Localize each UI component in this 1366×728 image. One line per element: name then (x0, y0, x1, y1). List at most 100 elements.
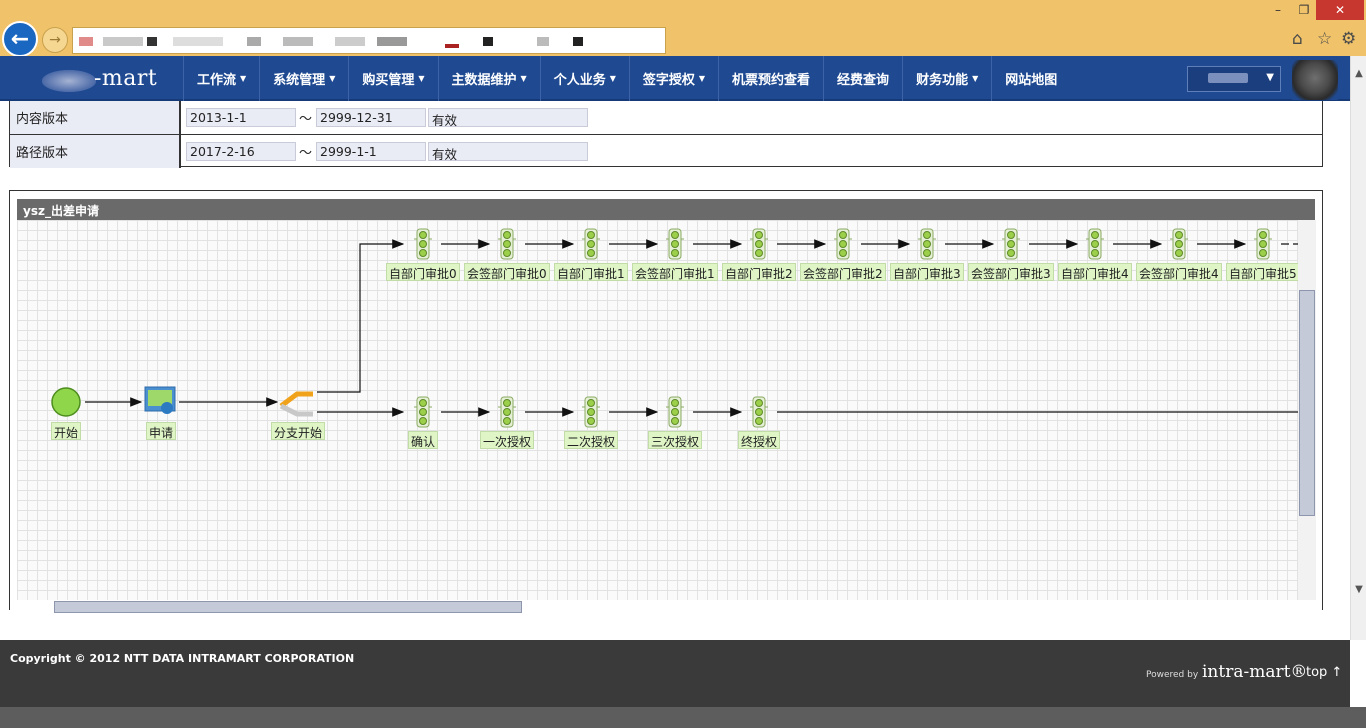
node-label-branch[interactable]: 分支开始 (271, 422, 326, 440)
signal-lamp (503, 408, 511, 416)
caret-down-icon: ▼ (329, 74, 336, 83)
menu-item-label: 机票预约查看 (732, 73, 811, 88)
caret-down-icon: ▼ (520, 74, 527, 83)
scroll-up-icon[interactable]: ▲ (1355, 68, 1363, 79)
signal-lamp (1175, 240, 1183, 248)
caret-down-icon: ▼ (240, 74, 247, 83)
approval-node-label[interactable]: 自部门审批1 (554, 263, 628, 281)
signal-lamp (1259, 240, 1267, 248)
footer: Copyright © 2012 NTT DATA INTRAMART CORP… (0, 640, 1350, 707)
signal-lamp (755, 231, 763, 239)
close-button[interactable]: ✕ (1316, 0, 1364, 20)
scroll-down-icon[interactable]: ▼ (1355, 584, 1363, 595)
signal-lamp (503, 240, 511, 248)
approval-node-label[interactable]: 自部门审批4 (1058, 263, 1132, 281)
signal-lamp (1259, 249, 1267, 257)
menu-item-7[interactable]: 经费查询 (823, 56, 902, 101)
signal-lamp (1091, 240, 1099, 248)
node-label-start[interactable]: 开始 (51, 422, 82, 440)
authorization-node-label[interactable]: 终授权 (738, 431, 781, 449)
maximize-button[interactable]: ❐ (1298, 3, 1310, 17)
powered-by-text: Powered by (1146, 670, 1199, 680)
signal-lamp (419, 240, 427, 248)
menu-item-8[interactable]: 财务功能▼ (902, 56, 991, 101)
start-date-field[interactable]: 2017-2-16 (186, 142, 296, 161)
node-label-apply[interactable]: 申请 (146, 422, 177, 440)
caret-down-icon: ▼ (698, 74, 706, 83)
menu-item-label: 经费查询 (837, 73, 890, 88)
page-scrollbar[interactable]: ▲ ▼ (1350, 56, 1366, 640)
end-date-field[interactable]: 2999-12-31 (316, 108, 426, 127)
menu-item-0[interactable]: 工作流▼ (183, 56, 259, 101)
menu-item-6[interactable]: 机票预约查看 (718, 56, 823, 101)
menu-item-1[interactable]: 系统管理▼ (259, 56, 348, 101)
menu-item-label: 签字授权 (642, 73, 695, 88)
signal-lamp (1091, 249, 1099, 257)
signal-lamp (587, 399, 595, 407)
approval-node-label[interactable]: 会签部门审批3 (968, 263, 1054, 281)
browser-chrome: ← → – ❐ ✕ ⌂ ☆ ⚙ (0, 0, 1366, 57)
authorization-node-label[interactable]: 二次授权 (564, 431, 619, 449)
caret-down-icon: ▼ (609, 74, 616, 83)
address-bar[interactable] (72, 27, 666, 54)
approval-node-label[interactable]: 自部门审批3 (890, 263, 964, 281)
menu-item-label: 系统管理 (273, 73, 326, 88)
signal-lamp (503, 417, 511, 425)
signal-lamp (671, 240, 679, 248)
signal-lamp (923, 249, 931, 257)
workflow-hscrollbar[interactable] (54, 601, 522, 613)
signal-lamp (671, 231, 679, 239)
taskbar (0, 707, 1366, 728)
menu-item-4[interactable]: 个人业务▼ (539, 56, 629, 101)
approval-node-label[interactable]: 自部门审批2 (722, 263, 796, 281)
menu-item-label: 财务功能 (916, 73, 969, 88)
approval-node-label[interactable]: 会签部门审批0 (464, 263, 550, 281)
version-label: 内容版本 (10, 101, 181, 134)
signal-lamp (1175, 231, 1183, 239)
approval-node-label[interactable]: 自部门审批0 (386, 263, 460, 281)
signal-lamp (671, 249, 679, 257)
logo-text: -mart (94, 66, 158, 91)
back-arrow-icon[interactable]: ← (2, 21, 38, 57)
signal-lamp (923, 231, 931, 239)
signal-lamp (755, 417, 763, 425)
signal-lamp (503, 249, 511, 257)
caret-down-icon: ▼ (972, 74, 979, 83)
workflow-diagram (51, 228, 1307, 428)
start-date-field[interactable]: 2013-1-1 (186, 108, 296, 127)
branch-connector-upper (317, 239, 405, 393)
signal-lamp (755, 249, 763, 257)
menu-item-5[interactable]: 签字授权▼ (628, 56, 718, 101)
authorization-node-label[interactable]: 确认 (408, 431, 439, 449)
workflow-vscrollbar[interactable] (1298, 220, 1316, 600)
logo[interactable]: -mart (36, 64, 166, 94)
signal-lamp (419, 399, 427, 407)
forward-arrow-icon[interactable]: → (42, 27, 68, 53)
gear-icon[interactable]: ⚙ (1341, 29, 1357, 49)
approval-node-label[interactable]: 会签部门审批2 (800, 263, 886, 281)
authorization-node-label[interactable]: 一次授权 (480, 431, 535, 449)
home-icon[interactable]: ⌂ (1292, 29, 1303, 49)
branch-icon-lower (279, 403, 313, 417)
menu-bar: 工作流▼系统管理▼购买管理▼主数据维护▼个人业务▼签字授权▼机票预约查看经费查询… (183, 56, 1070, 101)
menu-item-2[interactable]: 购买管理▼ (348, 56, 437, 101)
menu-item-9[interactable]: 网站地图 (991, 56, 1070, 101)
menu-item-label: 网站地图 (1005, 73, 1058, 88)
authorization-node-label[interactable]: 三次授权 (648, 431, 703, 449)
avatar[interactable] (1292, 60, 1338, 100)
star-icon[interactable]: ☆ (1317, 29, 1333, 49)
approval-node-label[interactable]: 会签部门审批4 (1136, 263, 1222, 281)
top-link[interactable]: top ↑ (1306, 665, 1343, 680)
end-date-field[interactable]: 2999-1-1 (316, 142, 426, 161)
signal-lamp (671, 399, 679, 407)
status-field: 有效 (428, 142, 588, 162)
menu-item-3[interactable]: 主数据维护▼ (437, 56, 540, 101)
approval-node-label[interactable]: 自部门审批5 (1226, 263, 1300, 281)
approval-node-label[interactable]: 会签部门审批1 (632, 263, 718, 281)
minimize-button[interactable]: – (1275, 3, 1281, 17)
user-select[interactable]: ▼ (1187, 66, 1281, 92)
